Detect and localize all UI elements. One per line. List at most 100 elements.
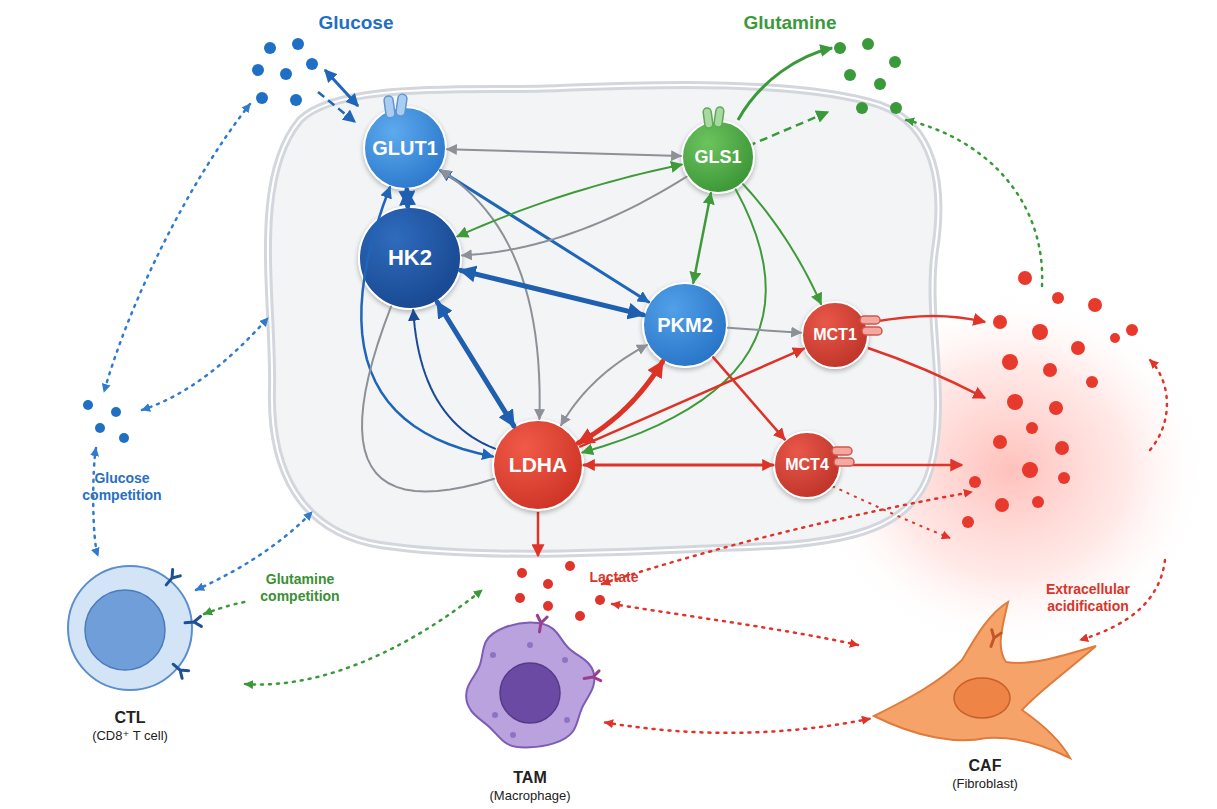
cell-granule bbox=[510, 732, 516, 738]
lactate-dot bbox=[1032, 324, 1048, 340]
lactate-dot bbox=[1022, 462, 1038, 478]
node-title: GLS1 bbox=[694, 147, 741, 168]
lactate-dot bbox=[515, 593, 525, 603]
transporter-node: MCT1 bbox=[801, 301, 869, 369]
cell-body bbox=[466, 623, 594, 748]
glucose-dot bbox=[306, 58, 318, 70]
lactate-dot bbox=[1026, 422, 1038, 434]
node-subtitle: (CD8⁺ T cell) bbox=[92, 727, 168, 745]
exchange-dotted-line bbox=[906, 120, 1042, 286]
lactate-dot bbox=[1007, 394, 1023, 410]
tumor-cell-membrane bbox=[268, 85, 938, 554]
lactate-dot bbox=[517, 568, 527, 578]
exchange-dotted-line bbox=[1150, 360, 1167, 450]
lactate-dot bbox=[1058, 472, 1070, 484]
pathway-arrow bbox=[580, 349, 804, 447]
node-title: HK2 bbox=[388, 245, 432, 271]
lactate-export-arrow bbox=[868, 348, 985, 398]
glucose-dot bbox=[264, 42, 276, 54]
immune-cell: CTL(CD8⁺ T cell) bbox=[60, 560, 200, 745]
exchange-dotted-line bbox=[612, 604, 858, 645]
glucose-dot bbox=[83, 400, 93, 410]
pathway-arrow bbox=[584, 464, 773, 467]
node-title: CAF bbox=[969, 757, 1002, 775]
lactate-dot bbox=[1110, 333, 1120, 343]
glucose-dot bbox=[280, 68, 292, 80]
lactate-dot bbox=[1088, 298, 1102, 312]
exchange-dotted-line bbox=[1080, 560, 1165, 640]
transporter-glyph bbox=[703, 108, 714, 129]
cell-granule bbox=[492, 712, 498, 718]
glutamine-dot bbox=[856, 102, 868, 114]
lactate-dot bbox=[993, 315, 1007, 329]
pathway-arrow bbox=[578, 362, 662, 443]
tumor-cell-membrane-inner bbox=[268, 85, 938, 554]
glutamine-dot bbox=[889, 56, 901, 68]
glucose-dot bbox=[290, 94, 302, 106]
transporter-glyph bbox=[396, 94, 408, 117]
cell-body bbox=[68, 566, 192, 690]
enzyme-node: GLUT1 bbox=[363, 106, 447, 190]
cell-granule bbox=[562, 657, 568, 663]
annotation-label: Glutamine competition bbox=[250, 571, 350, 605]
cell-granule bbox=[564, 717, 570, 723]
node-title: LDHA bbox=[509, 453, 567, 477]
transporter-glyph bbox=[384, 95, 396, 118]
pathway-arrow bbox=[441, 170, 540, 419]
cell-nucleus bbox=[954, 678, 1010, 718]
pathway-arrow bbox=[413, 310, 495, 449]
pathway-arrow bbox=[713, 357, 784, 439]
transporter-glyph bbox=[862, 327, 882, 335]
cell-nucleus bbox=[500, 663, 560, 723]
lactate-dot bbox=[1032, 496, 1044, 508]
receptor-glyph bbox=[162, 569, 180, 588]
cell-granule bbox=[527, 642, 533, 648]
pathway-arrow bbox=[362, 306, 494, 491]
exchange-dotted-line bbox=[602, 492, 972, 584]
immune-cell: TAM(Macrophage) bbox=[455, 615, 605, 805]
lactate-dot bbox=[1086, 376, 1098, 388]
pathway-arrow bbox=[447, 149, 681, 156]
lactate-dot bbox=[1049, 401, 1063, 415]
lactate-dot bbox=[543, 579, 553, 589]
cell-nucleus bbox=[85, 590, 165, 670]
cell-granule bbox=[490, 652, 496, 658]
competition-dotted-line bbox=[196, 512, 312, 590]
glucose-uptake-arrow bbox=[318, 92, 355, 122]
lactate-dot bbox=[962, 516, 974, 528]
glutamine-arrow bbox=[748, 112, 828, 146]
lactate-dot bbox=[995, 498, 1009, 512]
lactate-export-arrow bbox=[537, 512, 540, 556]
glucose-dot bbox=[95, 423, 105, 433]
lactate-dot bbox=[1043, 363, 1057, 377]
transporter-glyph bbox=[860, 316, 880, 324]
lactate-dot bbox=[1018, 271, 1032, 285]
pathway-arrow bbox=[404, 190, 410, 206]
receptor-glyph bbox=[170, 660, 189, 678]
node-title: TAM bbox=[513, 769, 546, 787]
annotation-label: Glutamine bbox=[720, 14, 860, 31]
glutamine-dot bbox=[834, 42, 846, 54]
lactate-dot bbox=[993, 435, 1007, 449]
enzyme-node: HK2 bbox=[358, 206, 462, 310]
lactate-dot bbox=[1052, 292, 1064, 304]
stromal-cell: CAF(Fibroblast) bbox=[870, 598, 1100, 793]
transporter-glyph bbox=[834, 458, 854, 466]
lactate-export-arrow bbox=[832, 486, 950, 538]
pathway-arrow bbox=[561, 345, 647, 425]
lactate-export-arrow bbox=[846, 464, 962, 467]
node-title: MCT1 bbox=[813, 326, 857, 344]
node-title: PKM2 bbox=[657, 314, 713, 337]
pathway-arrow bbox=[361, 187, 492, 456]
pathway-arrow bbox=[437, 302, 513, 426]
transporter-node: MCT4 bbox=[773, 431, 841, 499]
annotation-label: Glucose bbox=[291, 14, 421, 31]
enzyme-node: PKM2 bbox=[642, 282, 728, 368]
annotation-label: Glucose competition bbox=[72, 470, 172, 504]
enzyme-node: GLS1 bbox=[681, 120, 755, 194]
pathway-arrow bbox=[743, 184, 821, 304]
competition-dotted-line bbox=[204, 601, 250, 614]
glutamine-dot bbox=[844, 69, 856, 81]
